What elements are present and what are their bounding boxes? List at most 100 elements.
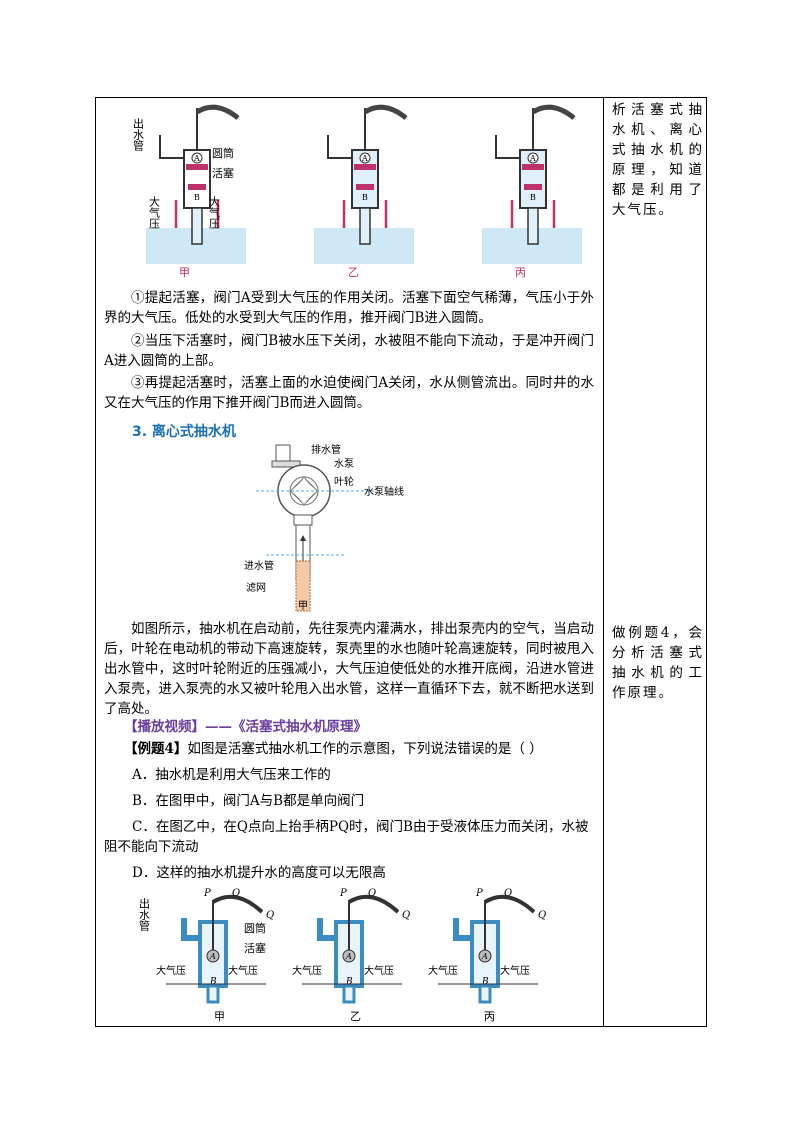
atm-label-left: 大气压: [156, 964, 186, 977]
fig3-label-cylinder: 圆筒: [244, 921, 266, 935]
centrifugal-pump-figure: 排水管 水泵 叶轮 水泵轴线 进水管 滤网 甲: [244, 443, 404, 612]
fig3-caption-1: 甲: [214, 1010, 225, 1023]
video-note: 【播放视频】——《活塞式抽水机原理》: [124, 719, 367, 735]
handle: [347, 894, 400, 914]
atm-label-right: 大气压: [500, 964, 530, 977]
valve-b-label: B: [209, 977, 217, 987]
option-a: A．抽水机是利用大气压来工作的: [132, 767, 331, 783]
label-o: O: [232, 888, 240, 899]
fig2-label-filter: 滤网: [246, 581, 266, 594]
fig3-pump-2: A B P O Q 大气压 大气压: [292, 888, 410, 1004]
valve-a: [359, 152, 371, 164]
label-q: Q: [402, 910, 410, 921]
valve-a-label: A: [361, 154, 368, 163]
atm-label-right: 大气压: [228, 964, 258, 977]
fig1-pump-1: AB: [146, 104, 246, 264]
valve-b-label: B: [362, 193, 368, 202]
atm-label-right: 大气压: [364, 964, 394, 977]
valve-a: [191, 152, 203, 164]
label-p: P: [203, 888, 211, 899]
handle: [483, 894, 536, 914]
fig3-label-outlet: 出水管: [138, 897, 151, 932]
fig3-pump-3: A B P O Q 大气压 大气压: [428, 888, 546, 1004]
fig2-label-inlet: 进水管: [244, 559, 274, 572]
label-p: P: [475, 888, 483, 899]
paragraph-4: 如图所示，抽水机在启动前，先往泵壳内灌满水，排出泵壳内的空气，当启动后，叶轮在电…: [104, 621, 594, 717]
section-heading-3: 3. 离心式抽水机: [132, 424, 236, 440]
paragraph-2: ②当压下活塞时，阀门B被水压下关闭，水被阻不能向下流动，于是冲开阀门A进入圆筒的…: [104, 333, 594, 369]
fig1-label-atm-left: 大气压: [148, 195, 161, 230]
valve-b-label: B: [481, 977, 489, 987]
side-note-2: 做例题4，会分析活塞式抽水机的工作原理。: [612, 625, 704, 701]
fig1-caption-3: 丙: [515, 266, 526, 279]
inlet-pipe: [359, 207, 371, 245]
fig3-label-piston: 活塞: [244, 941, 266, 955]
label-o: O: [504, 888, 512, 899]
valve-b-label: B: [194, 193, 200, 202]
valve-b-seat: [524, 184, 542, 190]
piston-pump-figure-2: A B P O Q 大气压 大气压 A B P O Q 大气压 大气压 A B P O Q 大气压 大气压 出水管 圆筒…: [138, 888, 547, 1023]
fig3-caption-2: 乙: [350, 1010, 361, 1023]
atm-label-left: 大气压: [428, 964, 458, 977]
label-p: P: [339, 888, 347, 899]
fig1-caption-2: 乙: [348, 266, 359, 279]
fig2-label-impeller: 叶轮: [334, 475, 354, 488]
valve-a-label: A: [345, 952, 352, 961]
valve-b-label: B: [345, 977, 353, 987]
fig1-label-piston: 活塞: [212, 166, 234, 180]
fig1-label-atm-right: 大气压: [208, 195, 221, 230]
side-column: 析活塞式抽水机、离心式抽水机的原理，知道都是利用了大气压。 做例题4，会分析活塞…: [604, 98, 708, 1026]
outlet-pipe: [327, 135, 355, 180]
fig2-label-pump: 水泵: [334, 458, 354, 470]
fig1-caption-1: 甲: [179, 266, 190, 279]
column-divider: [603, 98, 604, 1026]
valve-a-label: A: [481, 952, 488, 961]
piston: [522, 164, 544, 170]
handle: [195, 104, 240, 120]
valve-b-seat: [188, 184, 206, 190]
fig1-pump-2: AB: [314, 104, 414, 264]
fig2-caption: 甲: [298, 601, 308, 612]
inlet-pipe: [527, 207, 539, 245]
valve-a-label: A: [209, 952, 216, 961]
fig1-label-outlet: 出水管: [132, 117, 145, 152]
fig2-label-discharge: 排水管: [311, 443, 341, 456]
option-c: C．在图乙中，在Q点向上抬手柄PQ时，阀门B由于受液体压力而关闭，水被阻不能向下…: [104, 819, 589, 855]
option-b: B．在图甲中，阀门A与B都是单向阀门: [132, 793, 365, 809]
fig2-label-axis: 水泵轴线: [364, 485, 404, 498]
valve-a-label: A: [529, 154, 536, 163]
handle: [211, 894, 264, 914]
fig1-pump-3: AB: [482, 104, 582, 264]
paragraph-1: ①提起活塞，阀门A受到大气压的作用关闭。活塞下面空气稀薄，气压小于外界的大气压。…: [104, 290, 594, 326]
outlet-pipe: [159, 135, 187, 180]
valve-b-label: B: [530, 193, 536, 202]
valve-b-seat: [356, 184, 374, 190]
side-note-1: 析活塞式抽水机、离心式抽水机的原理，知道都是利用了大气压。: [612, 102, 704, 218]
example-question: 【例题4】如图是活塞式抽水机工作的示意图，下列说法错误的是（ ）: [124, 739, 543, 759]
atm-label-left: 大气压: [292, 964, 322, 977]
inlet-pipe: [191, 207, 203, 245]
handle: [531, 104, 576, 120]
example-label: 【例题4】: [124, 741, 188, 757]
handle: [363, 104, 408, 120]
valve-a: [527, 152, 539, 164]
valve-a-label: A: [193, 154, 200, 163]
label-o: O: [368, 888, 376, 899]
paragraph-3: ③再提起活塞时，活塞上面的水迫使阀门A关闭，水从侧管流出。同时井的水又在大气压的…: [104, 375, 594, 411]
inlet-pipe: [342, 984, 356, 1004]
example-text: 如图是活塞式抽水机工作的示意图，下列说法错误的是（ ）: [187, 741, 543, 757]
fig3-pump-1: A B P O Q 大气压 大气压: [156, 888, 274, 1004]
fig1-label-cylinder: 圆筒: [212, 146, 234, 160]
inlet-pipe: [206, 984, 220, 1004]
piston: [354, 164, 376, 170]
fig3-caption-3: 丙: [484, 1010, 495, 1023]
inlet-pipe: [478, 984, 492, 1004]
label-q: Q: [538, 910, 546, 921]
outlet-pipe: [495, 135, 523, 180]
piston: [186, 164, 208, 170]
option-d: D．这样的抽水机提升水的高度可以无限高: [132, 865, 386, 881]
label-q: Q: [266, 910, 274, 921]
